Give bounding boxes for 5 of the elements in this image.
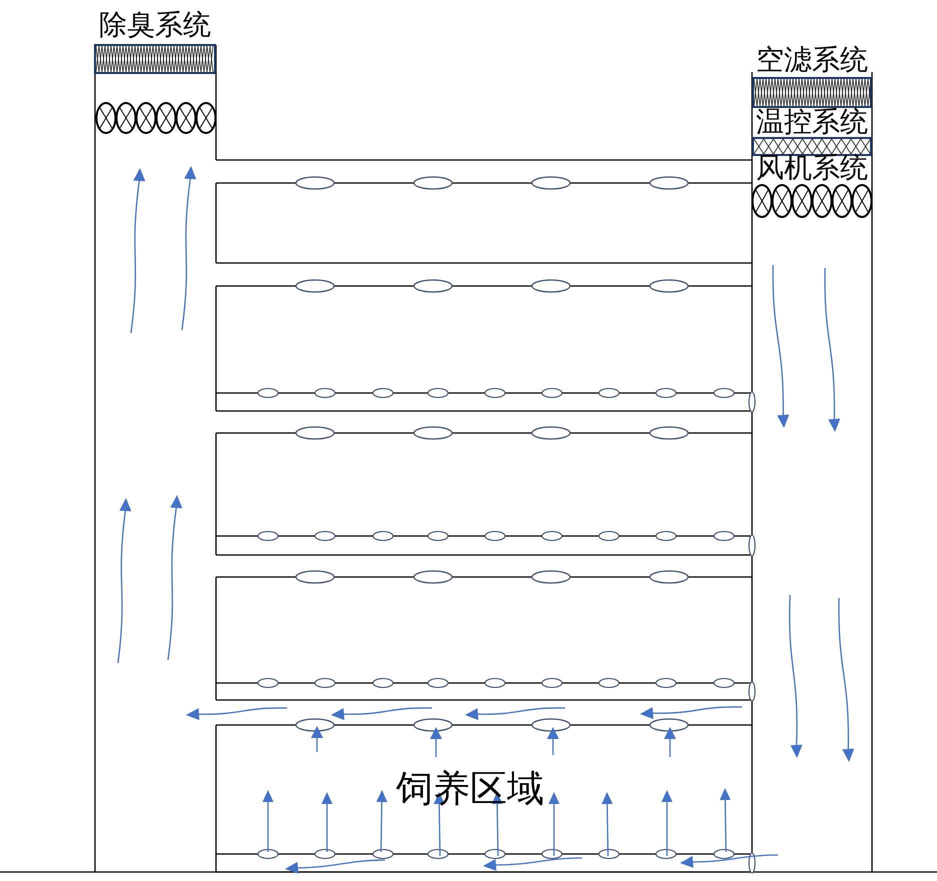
system-label: 风机系统 — [756, 154, 868, 182]
area-label: 饲养区域 — [396, 770, 544, 807]
system-label: 温控系统 — [756, 108, 868, 136]
system-label: 空滤系统 — [756, 46, 868, 74]
system-label: 除臭系统 — [99, 11, 211, 39]
